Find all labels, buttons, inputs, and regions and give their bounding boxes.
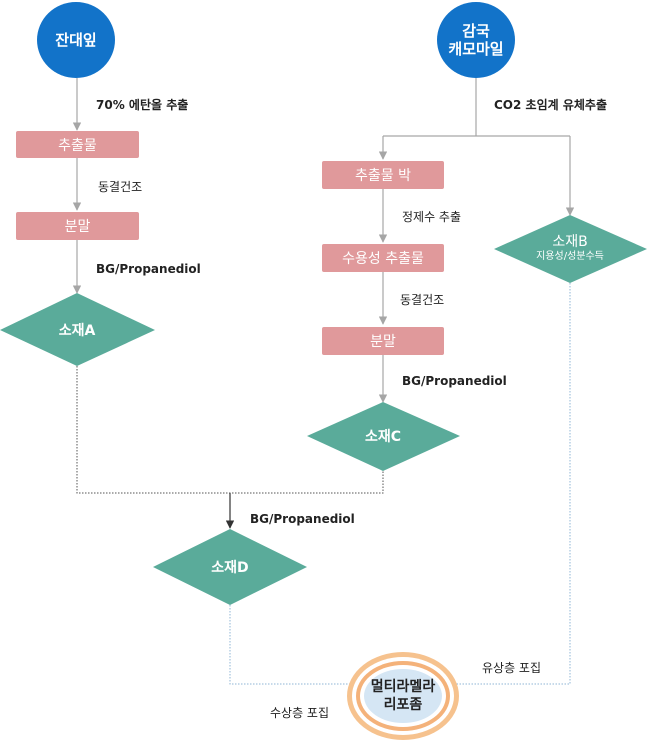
left-extract-box: 추출물: [16, 131, 139, 158]
material-b-label-group: 소재B 지용성/성분수득: [510, 231, 630, 267]
right-residue-box: 추출물 박: [322, 161, 444, 189]
left-step1-label: 70% 에탄올 추출: [96, 98, 189, 112]
material-a-label: 소재A: [58, 323, 96, 339]
liposome-label-2: 리포좀: [383, 697, 423, 713]
liposome-label-1: 멀티라멜라: [370, 679, 436, 695]
right-step4-label: BG/Propanediol: [402, 374, 507, 388]
oil-phase-label: 유상층 포집: [482, 661, 542, 675]
material-b-label: 소재B: [552, 234, 588, 250]
liposome-core: [364, 669, 442, 723]
material-b-diamond: [494, 215, 647, 283]
right-step3-label: 동결건조: [400, 293, 445, 307]
right-aqueous-box: 수용성 추출물: [322, 244, 444, 272]
material-b-sublabel: 지용성/성분수득: [536, 251, 604, 262]
left-step3-label: BG/Propanediol: [96, 262, 201, 276]
merge-step-label: BG/Propanediol: [250, 512, 355, 526]
liposome-label: 멀티라멜라 리포좀: [357, 675, 449, 717]
left-step2-label: 동결건조: [98, 180, 143, 194]
material-c-label: 소재C: [364, 429, 402, 445]
dotted-b-to-liposome: [444, 283, 571, 688]
water-phase-label: 수상층 포집: [270, 706, 330, 720]
source-left-circle: 잔대잎: [37, 2, 115, 78]
source-left-label: 잔대잎: [55, 31, 97, 49]
source-right-circle: 감국 캐모마일: [437, 2, 515, 78]
right-powder-box: 분말: [322, 327, 444, 355]
left-powder-box: 분말: [16, 212, 139, 240]
material-d-label: 소재D: [211, 560, 249, 576]
dotted-d-to-liposome: [229, 605, 363, 688]
source-right-label-1: 감국: [462, 22, 490, 40]
material-c-diamond: [307, 402, 460, 471]
source-right-label-2: 캐모마일: [448, 40, 504, 58]
material-a-diamond: [0, 293, 155, 366]
right-step2-label: 정제수 추출: [402, 210, 462, 224]
material-d-diamond: [153, 529, 307, 605]
right-step1-label: CO2 초임계 유체추출: [494, 98, 607, 112]
